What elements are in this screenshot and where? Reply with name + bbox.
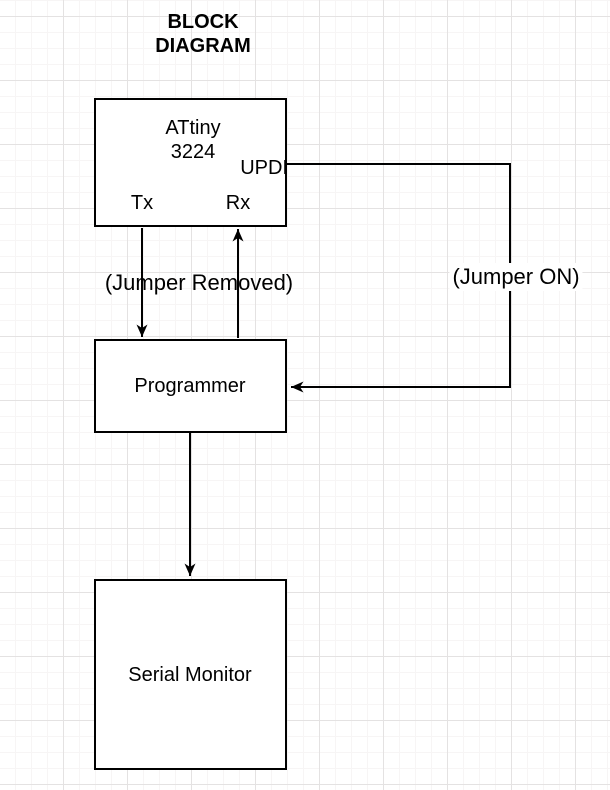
page-title-line1: BLOCK [167, 11, 239, 33]
jumper-removed-label: (Jumper Removed) [104, 270, 294, 295]
page-title: BLOCK DIAGRAM [155, 10, 251, 58]
rx-pin-label: Rx [225, 192, 251, 214]
attiny-block [94, 98, 287, 227]
programmer-label: Programmer [134, 375, 246, 397]
tx-pin-label: Tx [130, 192, 154, 214]
updi-pin-label: UPDI [240, 157, 288, 179]
serial-monitor-label: Serial Monitor [128, 664, 252, 686]
attiny-label-line1: ATtiny [165, 117, 221, 139]
programmer-block [94, 339, 287, 433]
serial-monitor-block [94, 579, 287, 770]
attiny-label-line2: 3224 [170, 141, 216, 163]
attiny-label: ATtiny 3224 [165, 116, 220, 164]
page-title-line2: DIAGRAM [155, 35, 251, 57]
jumper-on-label: (Jumper ON) [449, 263, 583, 291]
